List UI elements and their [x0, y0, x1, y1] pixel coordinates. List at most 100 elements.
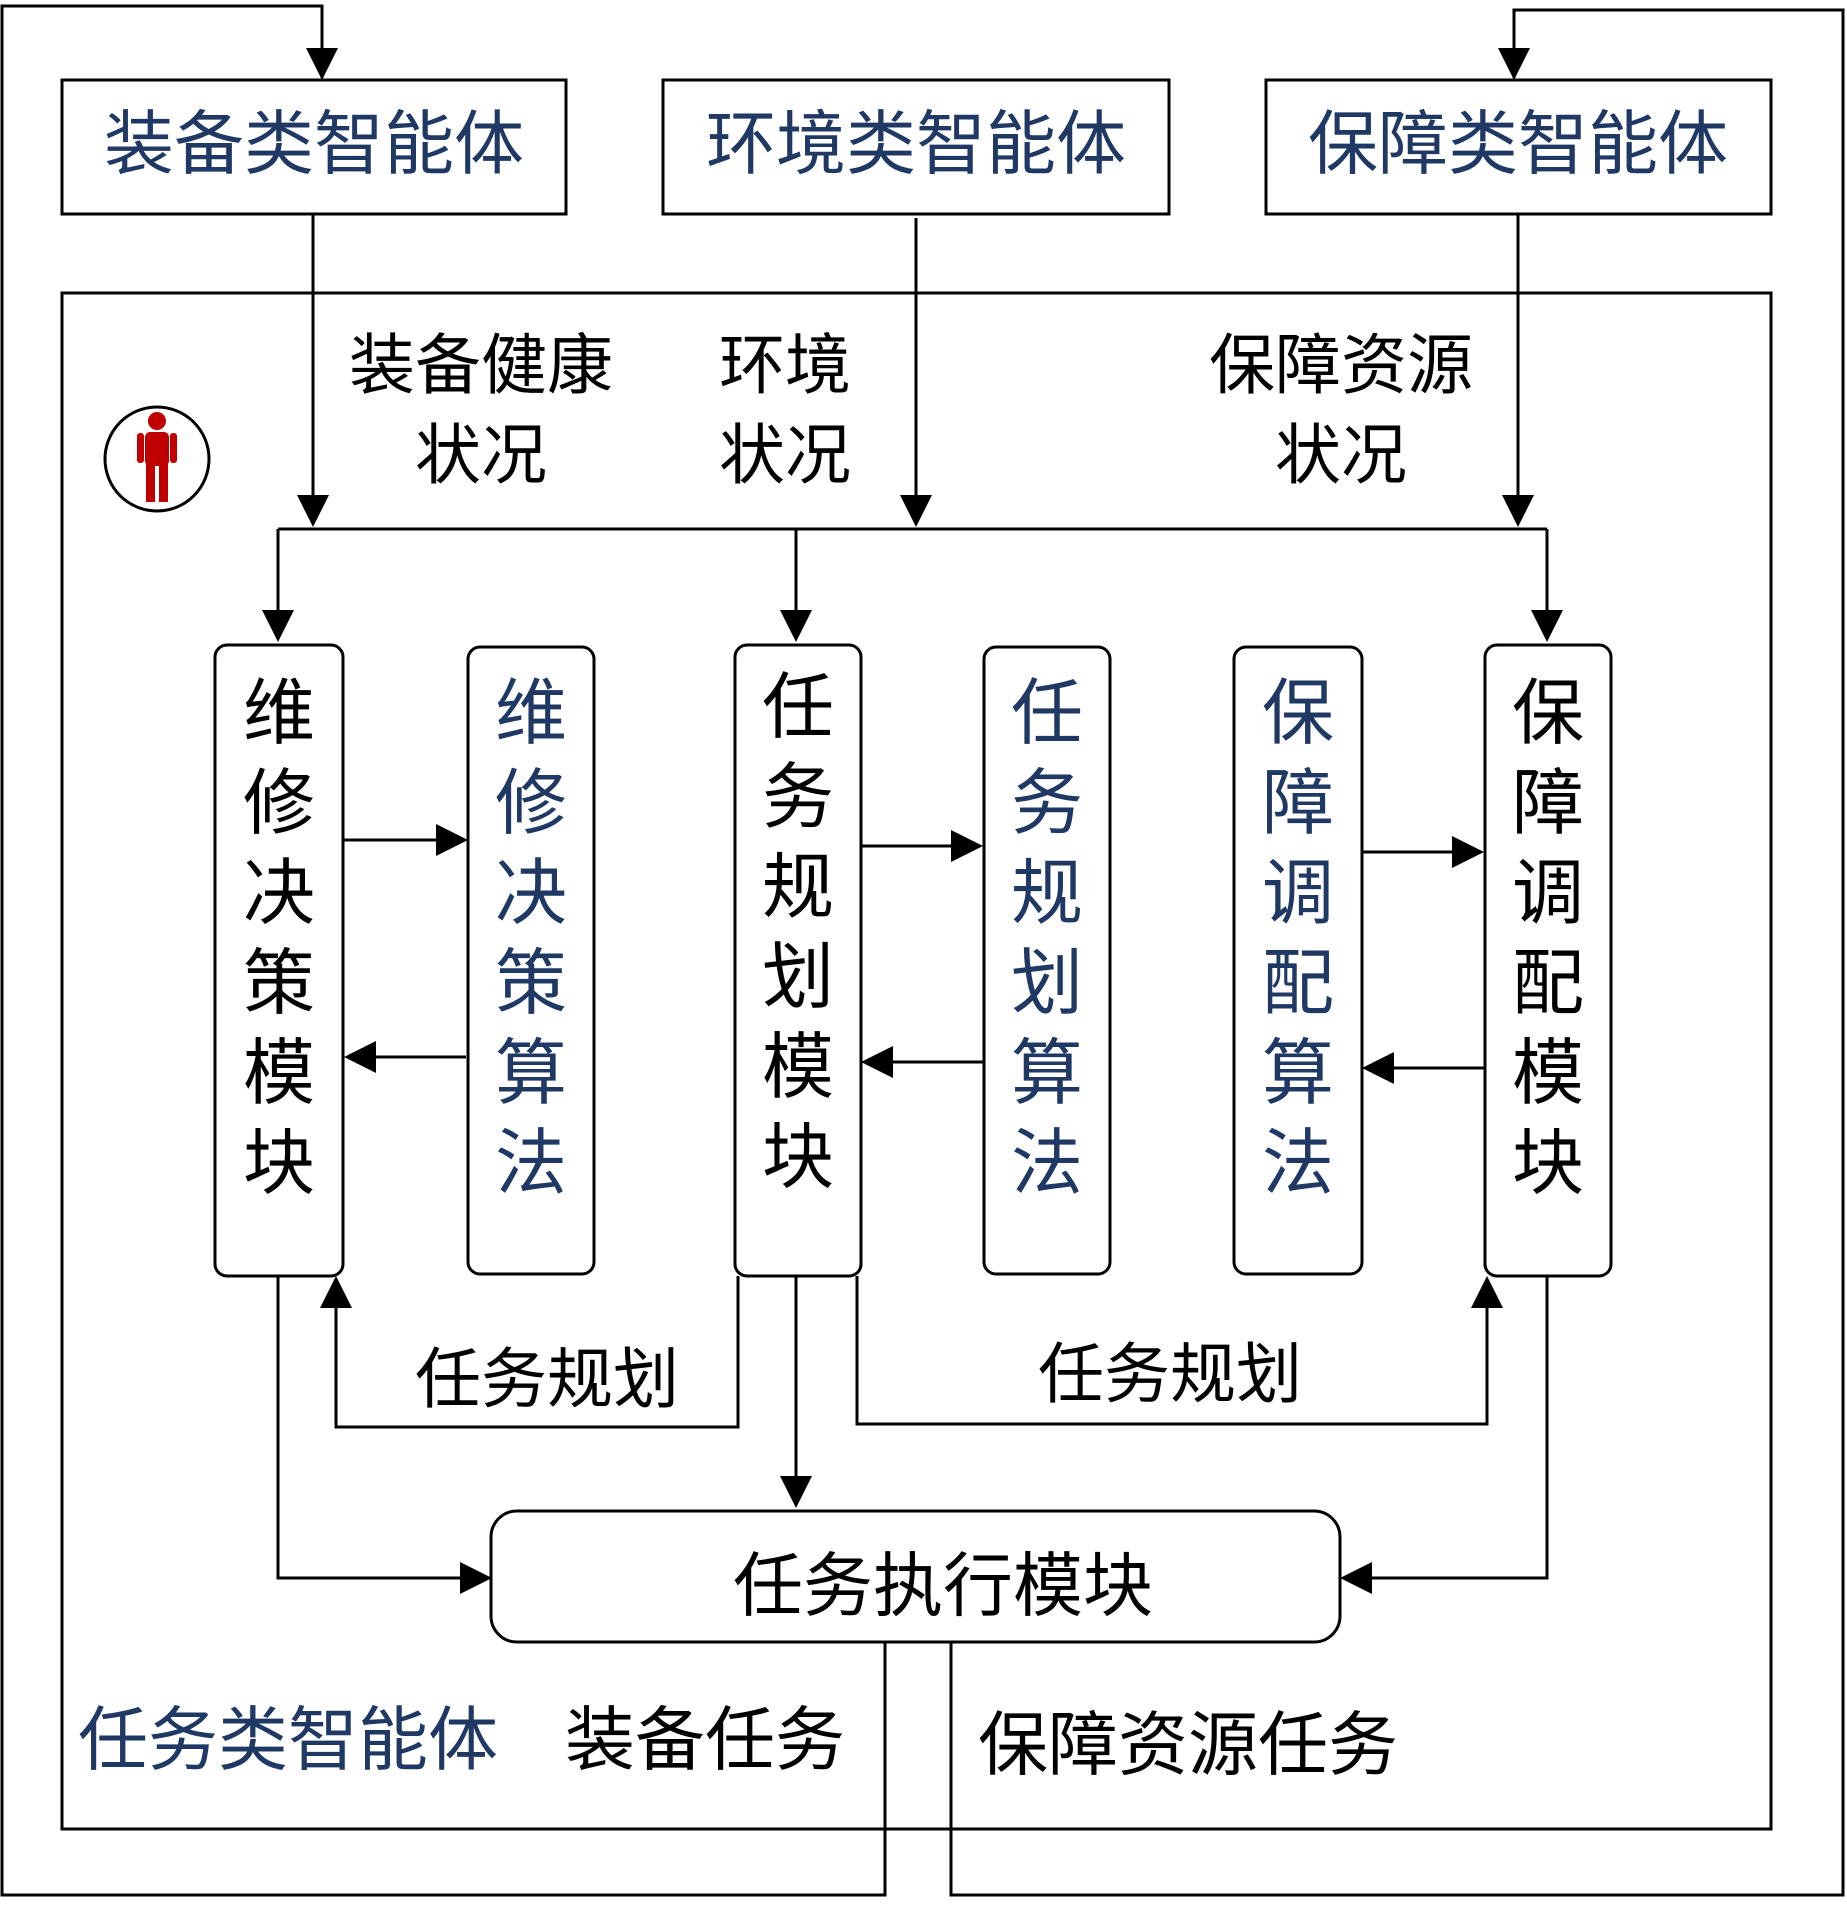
task-planning-right-label: 任务规划: [1038, 1336, 1302, 1413]
module-label-char: 维: [243, 671, 315, 755]
connectors: [0, 4, 1845, 1897]
bus-to-maintenance-head: [262, 610, 294, 642]
module-label-char: 任: [762, 665, 834, 749]
module-label-char: 法: [1262, 1121, 1334, 1205]
module-label-char: 算: [495, 1031, 567, 1115]
task-planning-algorithm-box: [982, 645, 1112, 1276]
module-label-char: 任: [1011, 671, 1083, 755]
module-label-char: 块: [762, 1115, 834, 1199]
alg-to-plan-head: [861, 1046, 893, 1078]
module-label-char: 规: [762, 845, 834, 929]
agent-boxes: 装备类智能体 环境类智能体 保障类智能体: [60, 78, 1773, 216]
support-to-exec: [1368, 1276, 1549, 1580]
support-agent-box: [1264, 78, 1773, 216]
module-label-char: 块: [243, 1121, 315, 1205]
module-label-char: 配: [1262, 941, 1334, 1025]
equipment-task-label: 装备任务: [565, 1699, 845, 1781]
module-label-char: 法: [1011, 1121, 1083, 1205]
status-labels: 装备健康 状况 环境 状况 保障资源 状况: [349, 327, 1473, 494]
module-label-char: 决: [495, 851, 567, 935]
equipment-health-line2: 状况: [415, 417, 547, 494]
person-icon: [103, 405, 211, 513]
module-label-char: 障: [1262, 761, 1334, 845]
module-label-char: 算: [1262, 1031, 1334, 1115]
environment-status-line1: 环境: [719, 327, 851, 404]
module-label-char: 配: [1512, 941, 1584, 1025]
module-label-char: 保: [1512, 671, 1584, 755]
task-execution-module-box: [489, 1509, 1342, 1644]
maint-to-exec-head: [460, 1562, 492, 1594]
loop-support-task: [949, 8, 1845, 1897]
task-planning-module-label: 任务规划模块: [762, 665, 834, 1199]
support-resource-line2: 状况: [1275, 417, 1407, 494]
task-agent-label: 任务类智能体: [78, 1699, 498, 1781]
maintenance-algorithm-label: 维修决策算法: [495, 671, 567, 1205]
module-label-char: 法: [495, 1121, 567, 1205]
module-label-char: 务: [1011, 761, 1083, 845]
support-dispatch-module-box: [1483, 643, 1613, 1278]
module-label-char: 修: [495, 761, 567, 845]
support-dispatch-module-label: 保障调配模块: [1512, 671, 1584, 1205]
bus-to-taskplan-head: [780, 610, 812, 642]
module-label-char: 调: [1512, 851, 1584, 935]
maintenance-module-box: [213, 643, 345, 1278]
module-label-char: 务: [762, 755, 834, 839]
bus-to-support-head: [1531, 610, 1563, 642]
environment-status-line2: 状况: [719, 417, 851, 494]
equipment-to-bus-head: [297, 495, 329, 527]
plan-to-alg-head: [951, 830, 983, 862]
maintenance-algorithm-box: [466, 645, 596, 1276]
loop-equipment-task-head: [306, 48, 338, 80]
plan-to-maint-loop-head: [320, 1276, 352, 1308]
module-label-char: 调: [1262, 851, 1334, 935]
salg-to-support-head: [1452, 836, 1484, 868]
loop-support-task-head: [1498, 48, 1530, 80]
support-dispatch-algorithm-label: 保障调配算法: [1262, 671, 1334, 1205]
environment-agent-box: [661, 78, 1171, 216]
plan-to-maint-loop: [334, 1276, 740, 1429]
equipment-agent-box: [60, 78, 568, 216]
module-label-char: 策: [495, 941, 567, 1025]
task-execution-module-label: 任务执行模块: [733, 1545, 1153, 1627]
module-labels: 维修决策模块 维修决策算法 任务规划模块 任务规划算法 保障调配算法 保障调配模…: [243, 665, 1584, 1205]
module-label-char: 决: [243, 851, 315, 935]
support-to-bus-head: [1502, 495, 1534, 527]
task-planning-left-label: 任务规划: [415, 1341, 679, 1418]
module-label-char: 划: [1011, 941, 1083, 1025]
loop-equipment-task: [0, 4, 887, 1897]
task-planning-module-box: [733, 643, 863, 1278]
maint-to-exec: [276, 1276, 463, 1580]
module-label-char: 模: [762, 1025, 834, 1109]
maint-to-alg-head: [436, 824, 468, 856]
module-label-char: 模: [1512, 1031, 1584, 1115]
support-dispatch-algorithm-box: [1232, 645, 1364, 1276]
support-to-exec-head: [1340, 1562, 1372, 1594]
module-label-char: 规: [1011, 851, 1083, 935]
plan-to-support-loop: [855, 1276, 1489, 1426]
module-boxes: [213, 643, 1613, 1278]
module-label-char: 算: [1011, 1031, 1083, 1115]
maintenance-module-label: 维修决策模块: [243, 671, 315, 1205]
task-planning-algorithm-label: 任务规划算法: [1011, 671, 1083, 1205]
module-label-char: 维: [495, 671, 567, 755]
plan-to-support-loop-head: [1471, 1276, 1503, 1308]
environment-agent-label: 环境类智能体: [706, 103, 1126, 185]
environment-to-bus-head: [900, 495, 932, 527]
support-resource-task-label: 保障资源任务: [978, 1704, 1398, 1786]
plan-to-exec-head: [780, 1476, 812, 1508]
alg-to-maint-head: [344, 1041, 376, 1073]
support-to-salg-head: [1362, 1052, 1394, 1084]
module-label-char: 划: [762, 935, 834, 1019]
module-label-char: 障: [1512, 761, 1584, 845]
support-agent-label: 保障类智能体: [1308, 103, 1728, 185]
equipment-health-line1: 装备健康: [349, 327, 613, 404]
task-agent-container: [60, 291, 1773, 1831]
equipment-agent-label: 装备类智能体: [104, 103, 524, 185]
module-label-char: 模: [243, 1031, 315, 1115]
module-label-char: 保: [1262, 671, 1334, 755]
module-label-char: 修: [243, 761, 315, 845]
module-label-char: 策: [243, 941, 315, 1025]
support-resource-line1: 保障资源: [1209, 327, 1473, 404]
